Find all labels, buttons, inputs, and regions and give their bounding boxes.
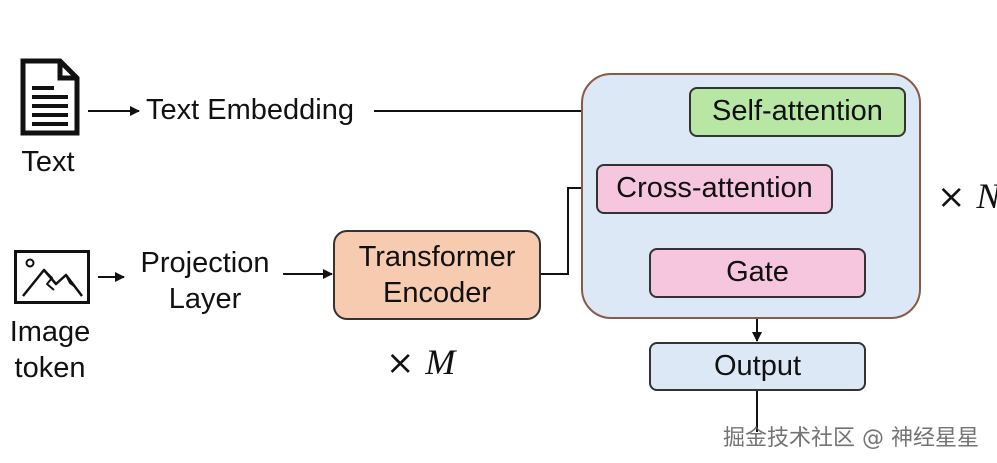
document-icon — [20, 58, 80, 136]
encoder-repeat-symbol: × — [386, 343, 415, 383]
decoder-repeat-symbol: × — [937, 177, 966, 217]
self-attention-box: Self-attention — [689, 87, 906, 137]
transformer-encoder-box: Transformer Encoder — [333, 230, 541, 320]
decoder-repeat-var: N — [976, 176, 997, 216]
text-input-label: Text — [21, 146, 75, 178]
output-box: Output — [649, 342, 866, 391]
watermark: 掘金技术社区 @ 神经星星 — [723, 426, 979, 451]
projection-layer-label: Projection Layer — [140, 247, 270, 316]
encoder-repeat-var: M — [425, 342, 456, 382]
decoder-repeat-label: × N — [937, 178, 997, 214]
encoder-repeat-label: × M — [386, 344, 455, 380]
text-embedding-label: Text Embedding — [146, 94, 354, 126]
gate-box: Gate — [649, 248, 866, 298]
cross-attention-box: Cross-attention — [596, 164, 833, 214]
image-icon — [14, 250, 90, 304]
image-token-label: Image token — [9, 316, 91, 385]
